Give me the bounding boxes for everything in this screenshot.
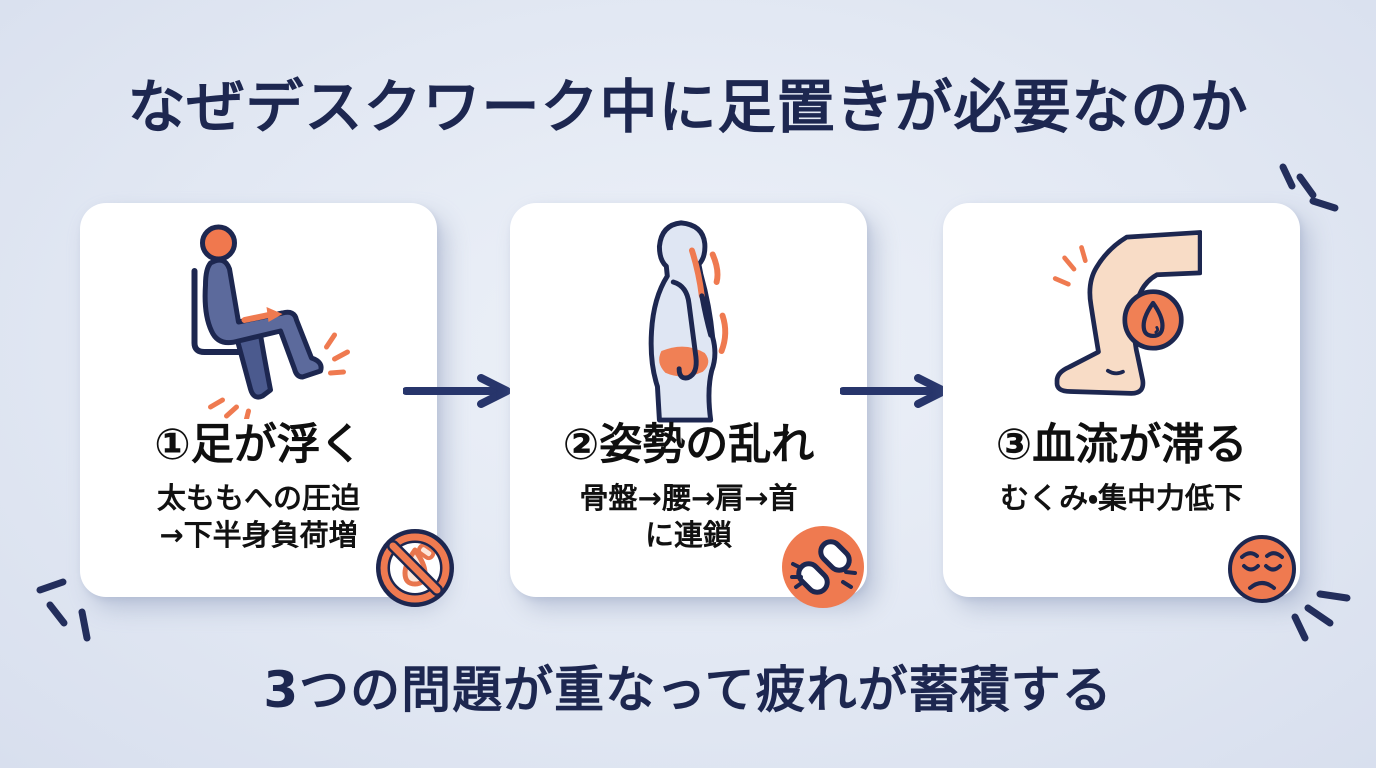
card1-title: ①足が浮く — [154, 420, 363, 470]
card-posture-disorder: ②姿勢の乱れ 骨盤→腰→肩→首 に連鎖 — [510, 203, 867, 608]
card3-title: ③血流が滞る — [995, 420, 1248, 470]
card3-subtitle: むくみ・集中力低下 — [1000, 480, 1243, 517]
burst-marks-icon — [1279, 163, 1339, 212]
burst-marks-icon — [36, 578, 91, 642]
card3-icon-box — [943, 203, 1300, 423]
card2-icon-box — [510, 203, 867, 423]
arrow-right-icon — [840, 374, 948, 408]
posture-side-torso-icon — [648, 220, 728, 423]
card-blood-stagnation: ③血流が滞る むくみ・集中力低下 — [943, 203, 1300, 603]
card3-subtitle-line1: むくみ・集中力低下 — [999, 481, 1244, 516]
card2-subtitle-line2: に連鎖 — [644, 518, 732, 553]
card2-subtitle: 骨盤→腰→肩→首 に連鎖 — [580, 480, 798, 554]
card2-subtitle-line1: 骨盤→腰→肩→首 — [579, 481, 798, 516]
arrow-right-icon — [403, 374, 511, 408]
card1-subtitle-line2: →下半身負荷増 — [159, 518, 358, 553]
card1-subtitle-line1: 太ももへの圧迫 — [156, 481, 360, 516]
burst-marks-icon — [1291, 590, 1351, 642]
sad-tired-face-icon — [1228, 535, 1296, 603]
no-support-prohibition-icon — [376, 529, 454, 607]
seated-person-floating-feet-icon — [191, 224, 350, 419]
card2-title: ②姿勢の乱れ — [562, 420, 815, 470]
card1-icon-box — [80, 203, 437, 423]
chain-link-icon — [782, 526, 864, 608]
card1-subtitle: 太ももへの圧迫 →下半身負荷増 — [157, 480, 360, 554]
conclusion-text: 3つの問題が重なって疲れが蓄積する — [263, 661, 1113, 719]
page-title: なぜデスクワーク中に足置きが必要なのか — [127, 73, 1249, 141]
leg-blood-drop-icon — [1052, 230, 1202, 396]
card-feet-float: ①足が浮く 太ももへの圧迫 →下半身負荷増 — [80, 203, 454, 607]
